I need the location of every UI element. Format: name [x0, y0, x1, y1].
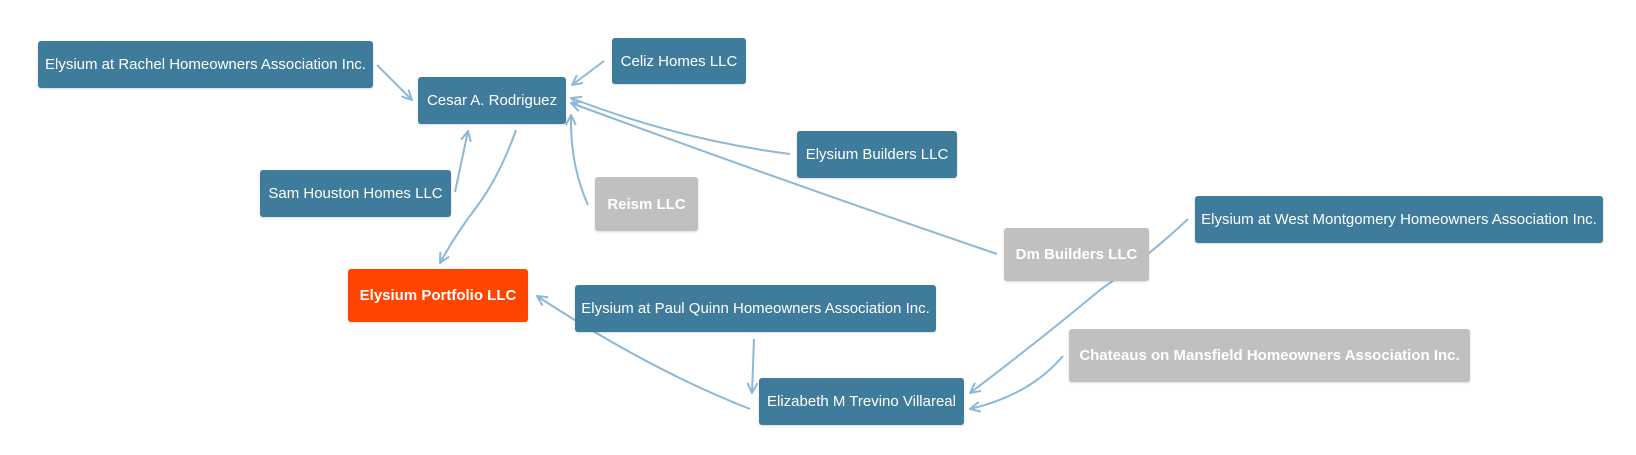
node-reism-llc[interactable]: Reism LLC	[595, 177, 698, 231]
node-elysium-portfolio-llc[interactable]: Elysium Portfolio LLC	[348, 269, 528, 322]
node-dm-builders-llc[interactable]: Dm Builders LLC	[1004, 228, 1149, 281]
edge-elizabeth-to-portfolio	[537, 296, 751, 410]
node-label: Elysium Portfolio LLC	[359, 287, 517, 304]
edge-dm-builders-to-cesar	[571, 103, 998, 255]
edge-celiz-to-cesar	[572, 60, 605, 85]
edge-cesar-to-portfolio	[440, 129, 517, 263]
node-chateaus-on-mansfield-hoa[interactable]: Chateaus on Mansfield Homeowners Associa…	[1069, 329, 1470, 382]
node-label: Elizabeth M Trevino Villareal	[767, 393, 956, 410]
node-elysium-at-west-montgomery-hoa[interactable]: Elysium at West Montgomery Homeowners As…	[1195, 196, 1603, 243]
node-elysium-at-paul-quinn-hoa[interactable]: Elysium at Paul Quinn Homeowners Associa…	[575, 285, 936, 332]
node-label: Elysium at West Montgomery Homeowners As…	[1201, 211, 1597, 228]
node-label: Chateaus on Mansfield Homeowners Associa…	[1079, 347, 1460, 364]
node-label: Cesar A. Rodriguez	[426, 92, 558, 109]
node-label: Elysium at Rachel Homeowners Association…	[45, 56, 366, 73]
edge-elysium-builders-to-cesar	[571, 98, 791, 155]
edge-chateaus-to-elizabeth	[970, 355, 1064, 409]
edge-west-montgomery-to-elizabeth	[970, 218, 1189, 393]
node-label: Sam Houston Homes LLC	[268, 185, 443, 202]
node-label: Elysium at Paul Quinn Homeowners Associa…	[581, 300, 930, 317]
node-label: Dm Builders LLC	[1015, 246, 1138, 263]
node-label: Celiz Homes LLC	[620, 52, 738, 70]
node-celiz-homes-llc[interactable]: Celiz Homes LLC	[612, 38, 746, 84]
node-elizabeth-m-trevino-villareal[interactable]: Elizabeth M Trevino Villareal	[759, 378, 964, 425]
node-sam-houston-homes-llc[interactable]: Sam Houston Homes LLC	[260, 170, 451, 217]
node-label: Reism LLC	[607, 195, 686, 213]
node-cesar-a-rodriguez[interactable]: Cesar A. Rodriguez	[418, 77, 566, 124]
node-elysium-at-rachel-hoa[interactable]: Elysium at Rachel Homeowners Association…	[38, 41, 373, 88]
edge-reism-to-cesar	[571, 115, 589, 206]
node-elysium-builders-llc[interactable]: Elysium Builders LLC	[797, 131, 957, 178]
edge-paul-quinn-to-elizabeth	[752, 338, 754, 393]
edge-sam-houston-to-cesar	[454, 131, 468, 193]
node-label: Elysium Builders LLC	[805, 146, 949, 163]
edge-rachel-hoa-to-cesar	[376, 64, 412, 100]
